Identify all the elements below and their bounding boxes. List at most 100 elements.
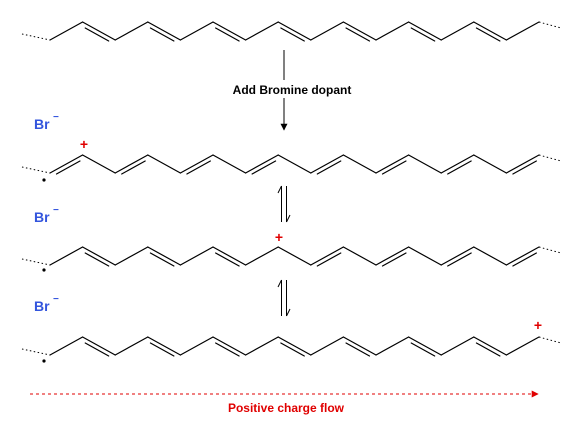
single-bond bbox=[49, 246, 84, 266]
double-bond-line bbox=[447, 252, 472, 267]
single-bond bbox=[179, 21, 214, 41]
double-bond-line bbox=[512, 160, 537, 175]
radical-dot-2 bbox=[42, 268, 46, 272]
equilibrium-arrow-2 bbox=[277, 279, 291, 317]
single-bond bbox=[245, 154, 279, 174]
double-bond-line bbox=[280, 27, 305, 42]
chain-end-right bbox=[538, 336, 562, 344]
double-bond-line bbox=[345, 27, 371, 42]
dopant-step-label: Add Bromine dopant bbox=[233, 83, 352, 97]
positive-charge-1: + bbox=[80, 136, 88, 152]
single-bond bbox=[440, 336, 475, 356]
chain-end-left bbox=[21, 348, 51, 356]
single-bond bbox=[277, 154, 312, 174]
double-bond-line bbox=[316, 160, 342, 175]
radical-dot-1 bbox=[42, 178, 46, 182]
single-bond bbox=[375, 154, 410, 174]
double-bond-line bbox=[55, 160, 81, 175]
svg-text:−: − bbox=[53, 205, 59, 216]
positive-charge-3: + bbox=[534, 317, 542, 333]
svg-text:−: − bbox=[53, 112, 59, 123]
bromide-ion-3: Br − bbox=[34, 294, 59, 314]
chain-end-right bbox=[538, 21, 562, 29]
single-bond bbox=[440, 21, 475, 41]
chain-end-left bbox=[21, 166, 51, 174]
double-bond-line bbox=[215, 252, 240, 267]
double-bond-line bbox=[410, 27, 436, 42]
single-bond bbox=[81, 21, 116, 41]
double-bond-line bbox=[149, 342, 175, 357]
svg-text:Br: Br bbox=[34, 116, 50, 132]
double-bond-line bbox=[186, 160, 211, 175]
single-bond bbox=[147, 21, 181, 41]
single-bond bbox=[342, 154, 377, 174]
double-bond-line bbox=[84, 27, 110, 42]
single-bond bbox=[342, 336, 377, 356]
single-bond bbox=[245, 246, 279, 266]
svg-text:Br: Br bbox=[34, 298, 50, 314]
single-bond bbox=[81, 246, 116, 266]
single-bond bbox=[212, 154, 247, 174]
chain-end-right bbox=[538, 246, 562, 254]
doped-chain-cation-middle bbox=[21, 246, 562, 267]
single-bond bbox=[179, 246, 214, 266]
single-bond bbox=[49, 21, 84, 41]
doped-chain-cation-right bbox=[21, 336, 562, 357]
bromide-ion-1: Br − bbox=[34, 112, 59, 132]
double-bond-line bbox=[512, 252, 537, 267]
single-bond bbox=[245, 21, 279, 41]
neutral-polyacetylene-chain bbox=[21, 21, 562, 42]
single-bond bbox=[179, 336, 214, 356]
double-bond-line bbox=[215, 342, 240, 357]
double-bond-line bbox=[381, 252, 407, 267]
single-bond bbox=[212, 246, 247, 266]
single-bond bbox=[147, 154, 181, 174]
double-bond-line bbox=[149, 27, 175, 42]
single-bond bbox=[277, 336, 312, 356]
single-bond bbox=[473, 21, 507, 41]
single-bond bbox=[505, 154, 540, 174]
single-bond bbox=[505, 21, 540, 41]
double-bond-line bbox=[475, 342, 501, 357]
double-bond-line bbox=[447, 160, 472, 175]
radical-dot-3 bbox=[42, 359, 46, 363]
single-bond bbox=[114, 154, 149, 174]
single-bond bbox=[310, 336, 344, 356]
double-bond-line bbox=[410, 342, 436, 357]
chain-end-left bbox=[21, 33, 51, 41]
single-bond bbox=[505, 336, 540, 356]
double-bond-line bbox=[280, 342, 305, 357]
single-bond bbox=[114, 21, 149, 41]
single-bond bbox=[440, 154, 475, 174]
single-bond bbox=[375, 336, 410, 356]
single-bond bbox=[473, 246, 507, 266]
double-bond-line bbox=[84, 342, 110, 357]
double-bond-line bbox=[251, 160, 277, 175]
double-bond-line bbox=[149, 252, 175, 267]
single-bond bbox=[473, 154, 507, 174]
equilibrium-arrow-1 bbox=[277, 185, 291, 223]
single-bond bbox=[342, 246, 377, 266]
single-bond bbox=[505, 246, 540, 266]
double-bond-line bbox=[475, 27, 501, 42]
chain-end-right bbox=[538, 154, 562, 162]
single-bond bbox=[408, 336, 442, 356]
double-bond-line bbox=[345, 342, 371, 357]
single-bond bbox=[277, 246, 312, 266]
double-bond-line bbox=[381, 160, 407, 175]
svg-text:Br: Br bbox=[34, 209, 50, 225]
double-bond-line bbox=[84, 252, 110, 267]
svg-text:−: − bbox=[53, 294, 59, 305]
double-bond-line bbox=[121, 160, 146, 175]
single-bond bbox=[310, 246, 344, 266]
single-bond bbox=[212, 336, 247, 356]
single-bond bbox=[408, 246, 442, 266]
single-bond bbox=[342, 21, 377, 41]
single-bond bbox=[114, 246, 149, 266]
single-bond bbox=[310, 154, 344, 174]
chain-end-left bbox=[21, 258, 51, 266]
single-bond bbox=[473, 336, 507, 356]
double-bond-line bbox=[215, 27, 240, 42]
single-bond bbox=[408, 21, 442, 41]
